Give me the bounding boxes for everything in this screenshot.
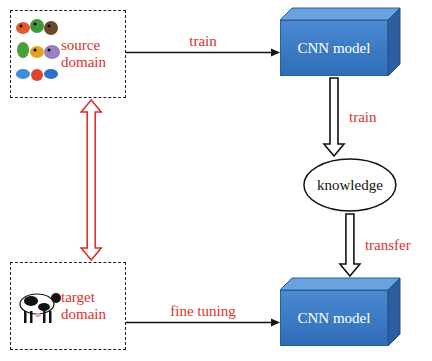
animal-figure	[30, 46, 44, 58]
hollow-arrow	[324, 78, 344, 156]
animal-figure	[34, 49, 37, 52]
animal-figure	[20, 25, 23, 28]
animal-figure	[16, 69, 30, 79]
animal-figure	[44, 45, 60, 59]
text-holder: CNN model	[298, 40, 371, 57]
domain-box: source domain	[10, 10, 126, 98]
animal-figure	[34, 23, 37, 26]
domain-illustration	[13, 11, 61, 97]
knowledge-ellipse: knowledge	[303, 158, 397, 212]
cow-figure	[20, 293, 61, 323]
model-label: CNN model	[298, 40, 371, 57]
cube-side-face	[388, 8, 400, 76]
cube-side-face	[388, 278, 400, 346]
edge-label: train	[348, 109, 378, 125]
text-holder: target domain	[61, 289, 119, 323]
animal-figure	[31, 69, 43, 81]
animal-figure	[44, 21, 58, 35]
domain-label: source domain	[61, 37, 119, 71]
domain-label: target domain	[61, 289, 119, 323]
text-holder: source domain	[61, 37, 119, 71]
animal-figure	[44, 69, 58, 79]
animal-figure	[48, 49, 51, 52]
cnn-model-box: CNN model	[280, 20, 388, 76]
edge-label: transfer	[364, 237, 412, 253]
animal-figure	[16, 22, 30, 34]
domain-illustration	[13, 263, 61, 349]
model-label: CNN model	[298, 310, 371, 327]
cube-top-face	[280, 8, 400, 20]
cnn-model-box: CNN model	[280, 290, 388, 346]
hollow-arrow	[340, 214, 360, 276]
animal-figure	[30, 19, 44, 33]
text-holder: knowledge	[317, 177, 383, 194]
arrow-connector	[126, 318, 280, 326]
text-holder: CNN model	[298, 310, 371, 327]
edge-label: fine tuning	[169, 303, 236, 319]
cube-top-face	[280, 278, 400, 290]
double-arrow	[81, 100, 101, 260]
arrow-connector	[126, 48, 280, 56]
animal-figure	[17, 42, 29, 58]
concept-label: knowledge	[317, 177, 383, 194]
edge-label: train	[188, 33, 218, 49]
domain-box: target domain	[10, 262, 126, 350]
animal-figure	[48, 25, 51, 28]
